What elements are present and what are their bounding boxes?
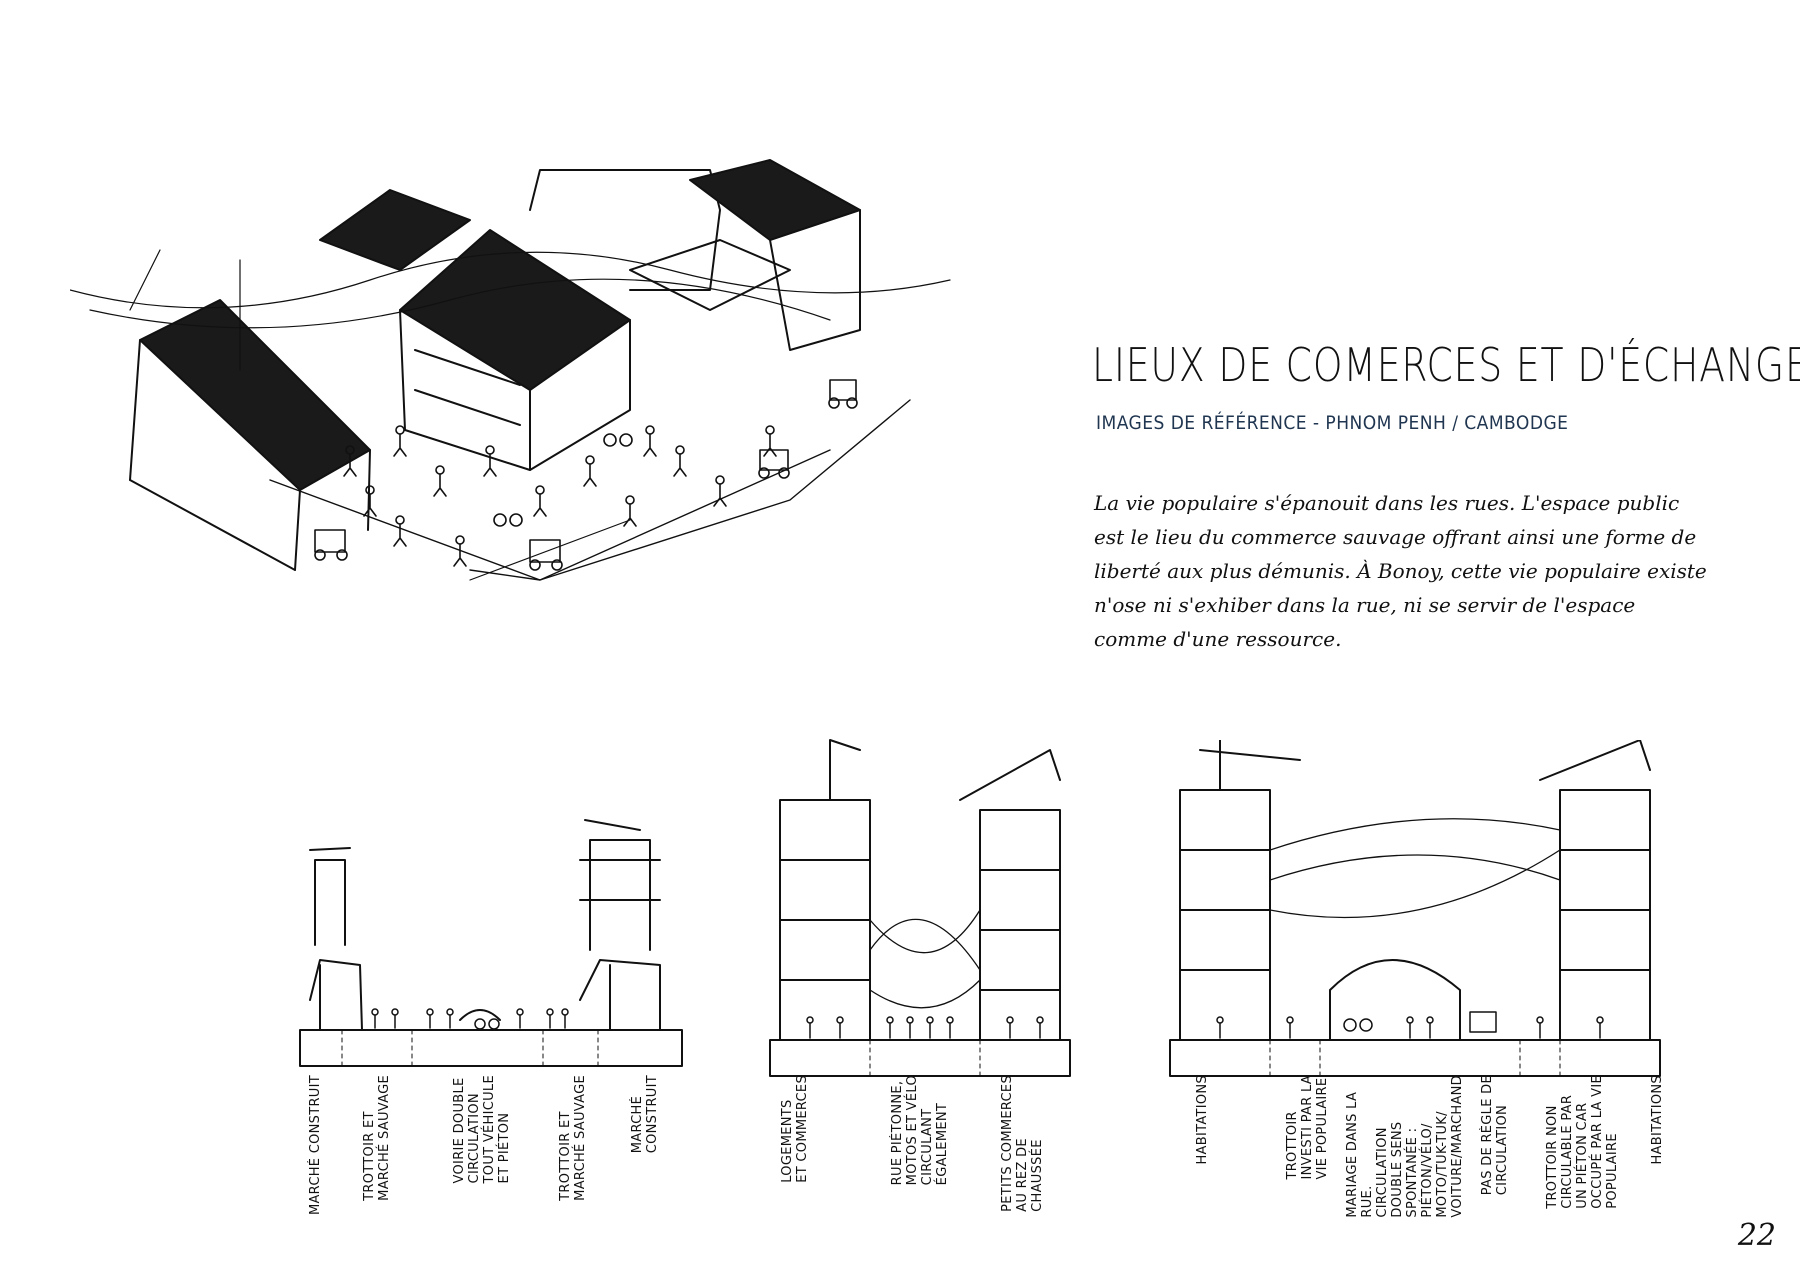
section-1-label-5: MARCHÉ CONSTRUIT [630,1075,660,1154]
section-3-label-6: HABITATIONS [1650,1075,1665,1165]
market-street-sketch [70,150,970,670]
section-3-label-4: PAS DE RÈGLE DE CIRCULATION [1480,1075,1510,1196]
street-section-3 [1160,740,1680,1100]
section-1-label-4: TROTTOIR ET MARCHÉ SAUVAGE [558,1075,588,1201]
section-3-label-3: MARIAGE DANS LA RUE. CIRCULATION DOUBLE … [1345,1075,1465,1218]
section-1-label-1: MARCHÉ CONSTRUIT [308,1075,323,1216]
intro-paragraph: La vie populaire s'épanouit dans les rue… [1094,491,1707,651]
page-subtitle: IMAGES DE RÉFÉRENCE - PHNOM PENH / CAMBO… [1096,412,1569,434]
section-3-label-1: HABITATIONS [1195,1075,1210,1165]
street-section-1 [280,800,700,1100]
street-section-2 [760,730,1090,1100]
section-2-label-2: RUE PIÉTONNE, MOTOS ET VÉLO CIRCULANT ÉG… [890,1075,950,1186]
section-1-label-3: VOIRIE DOUBLE CIRCULATION TOUT VÉHICULE … [452,1075,512,1184]
section-3-label-5: TROTTOIR NON CIRCULABLE PAR UN PIÉTON CA… [1545,1075,1620,1209]
section-2-label-1: LOGEMENTS ET COMMERCES [780,1075,810,1183]
section-3-label-2: TROTTOIR INVESTI PAR LA VIE POPULAIRE [1285,1075,1330,1180]
page-title: LIEUX DE COMERCES ET D'ÉCHANGES [1092,338,1800,392]
section-2-label-3: PETITS COMMERCES AU REZ DE CHAUSSÉE [1000,1075,1045,1212]
page-number: 22 [1737,1218,1776,1253]
section-1-label-2: TROTTOIR ET MARCHÉ SAUVAGE [362,1075,392,1201]
